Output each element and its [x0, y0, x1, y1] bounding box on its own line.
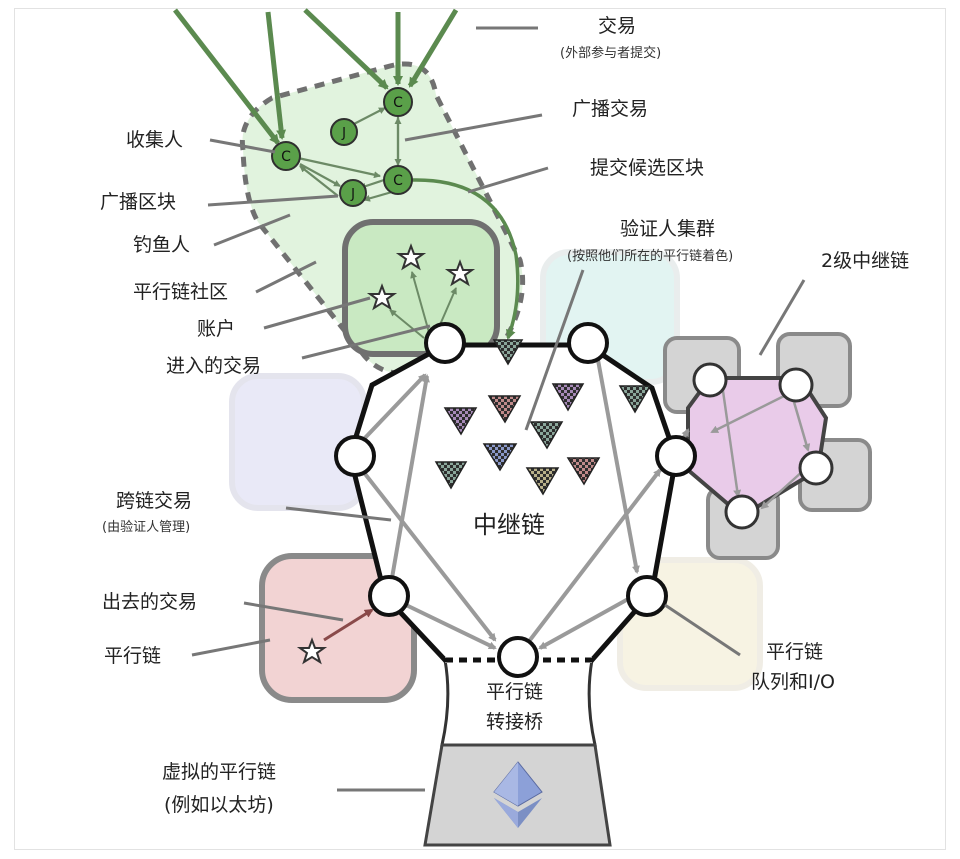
label-second-order-relay-chain: 2级中继链 [821, 250, 910, 272]
label-cross-chain-transaction: 跨链交易 [116, 490, 193, 512]
validator-triangle-icon [443, 407, 478, 436]
svg-text:J: J [341, 126, 346, 141]
label-fisherman: 钓鱼人 [133, 234, 191, 256]
label-bridge-line1: 平行链 [486, 681, 544, 703]
label-parachain-queue-line2: 队列和I/O [751, 671, 835, 693]
label-outgoing-transaction: 出去的交易 [102, 591, 198, 613]
validator-triangle-icon [566, 457, 601, 486]
incoming-transaction-arrows [173, 8, 459, 145]
svg-text:C: C [281, 149, 291, 165]
star-icon [444, 259, 476, 287]
ethereum-icon [493, 761, 543, 828]
svg-text:J: J [350, 187, 355, 202]
label-parachain-queue-line1: 平行链 [766, 641, 824, 663]
validator-triangle-icon [525, 467, 560, 496]
collator-node: C [383, 87, 413, 117]
validator-triangle-icon [492, 339, 524, 366]
label-virtual-parachain-line1: 虚拟的平行链 [162, 761, 277, 783]
second-order-relay-chain [663, 332, 872, 560]
label-parachain: 平行链 [104, 645, 162, 667]
label-collator: 收集人 [126, 129, 184, 151]
cross-chain-arrows [360, 359, 690, 650]
svg-text:C: C [393, 173, 403, 189]
label-leader-lines [191, 26, 806, 792]
diagram-frame [14, 8, 946, 850]
label-submit-candidate-block: 提交候选区块 [590, 157, 705, 179]
validator-triangle-icon [487, 395, 522, 424]
star-icon [395, 243, 427, 271]
label-transaction-sub: (外部参与者提交) [560, 46, 662, 61]
label-account: 账户 [197, 318, 236, 340]
validator-triangle-icon [482, 443, 518, 472]
validator-triangle-icon [618, 385, 652, 414]
svg-text:C: C [393, 95, 403, 111]
label-transaction: 交易 [598, 15, 637, 37]
label-bridge-line2: 转接桥 [486, 711, 544, 733]
account-stars [366, 243, 476, 311]
collator-node: C [383, 165, 413, 195]
relay-chain-nodes [334, 322, 697, 678]
validator-triangle-icon [434, 461, 468, 490]
label-relay-chain: 中继链 [473, 511, 545, 539]
collator-internal-arrows [297, 107, 402, 202]
collator-node: C [271, 141, 301, 171]
star-icon [296, 637, 328, 665]
label-parachain-community: 平行链社区 [133, 281, 229, 303]
label-validator-pool: 验证人集群 [620, 218, 716, 240]
label-incoming-transaction: 进入的交易 [166, 355, 262, 377]
label-broadcast-block: 广播区块 [100, 191, 177, 213]
candidate-block-submission-arrow [411, 178, 520, 340]
label-cross-chain-transaction-sub: (由验证人管理) [102, 520, 191, 535]
outgoing-transaction-arrow [323, 608, 374, 642]
label-virtual-parachain-line2: (例如以太坊) [164, 794, 274, 816]
collator-nodes: C C C J J [271, 87, 413, 207]
validator-triangle-icon [529, 421, 564, 450]
label-broadcast-transaction: 广播交易 [572, 98, 649, 120]
validator-pool [434, 339, 652, 496]
validator-triangle-icon [551, 383, 585, 412]
star-icon [366, 283, 398, 311]
parachain-green-box [342, 219, 500, 357]
label-validator-pool-sub: (按照他们所在的平行链着色) [567, 249, 734, 264]
fisherman-node: J [330, 118, 358, 146]
fisherman-node: J [339, 179, 367, 207]
